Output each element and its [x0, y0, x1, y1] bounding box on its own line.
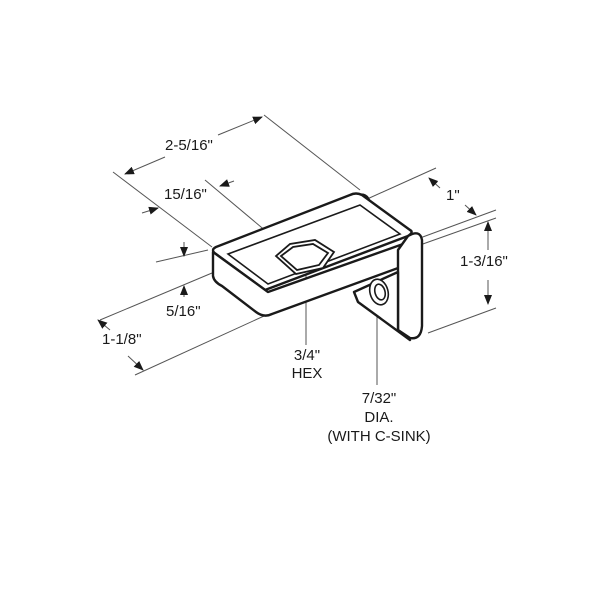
- hex-socket: [274, 239, 336, 275]
- dimension-lines: [97, 114, 497, 385]
- csink-hole: [368, 278, 390, 306]
- hole-note: (WITH C-SINK): [327, 428, 431, 445]
- hex-label: HEX: [291, 365, 323, 382]
- dim-hex-size: 3/4": [293, 347, 321, 364]
- dim-upright-height: 1-3/16": [460, 253, 508, 270]
- dim-upright-depth: 1": [446, 187, 460, 204]
- dim-overall-length: 2-5/16": [165, 137, 213, 154]
- dim-flange-thickness: 5/16": [166, 303, 201, 320]
- hole-dia-label: DIA.: [364, 409, 394, 426]
- dim-width: 1-1/8": [102, 331, 142, 348]
- dim-hole-dia: 7/32": [361, 390, 397, 407]
- dim-hex-offset: 15/16": [164, 186, 207, 203]
